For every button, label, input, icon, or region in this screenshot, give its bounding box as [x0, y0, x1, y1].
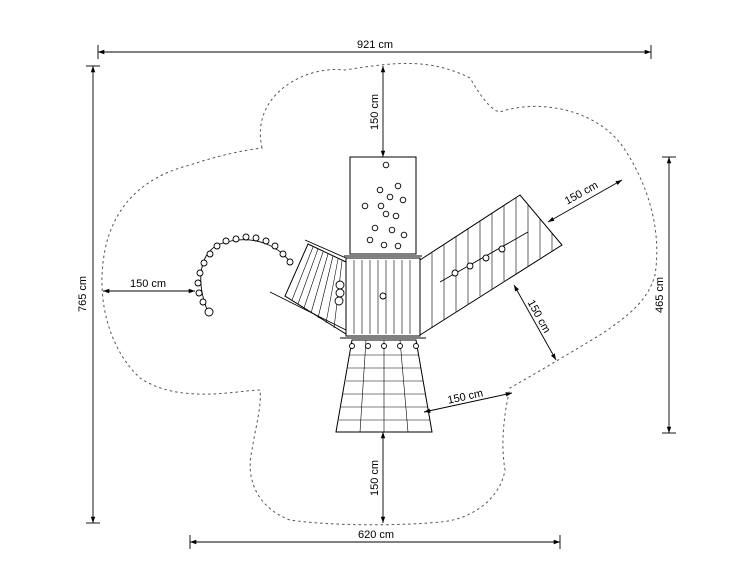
climbing-wall	[349, 156, 417, 255]
climbing-holds	[361, 161, 408, 250]
label-clearance-bottom: 150 cm	[369, 460, 381, 496]
dim-clearance-bottom: 150 cm	[369, 432, 386, 523]
label-clearance-left: 150 cm	[130, 278, 166, 290]
label-overall-depth: 765 cm	[77, 276, 89, 312]
dim-clearance-top: 150 cm	[369, 66, 386, 157]
dim-equipment-width: 620 cm	[189, 529, 561, 549]
right-ramp	[419, 194, 563, 336]
dim-overall-width: 921 cm	[97, 39, 652, 59]
bead-rope	[194, 233, 294, 317]
dim-clearance-ramp-side: 150 cm	[513, 284, 557, 361]
label-clearance-top: 150 cm	[369, 94, 381, 130]
dim-overall-depth: 765 cm	[77, 65, 100, 524]
label-equipment-width: 620 cm	[358, 529, 394, 541]
label-equipment-depth: 465 cm	[654, 277, 666, 313]
dim-clearance-net-side: 150 cm	[423, 387, 513, 413]
left-deck	[269, 239, 347, 335]
dim-clearance-ramp-end: 150 cm	[547, 179, 623, 223]
label-overall-width: 921 cm	[357, 39, 393, 51]
label-clearance-net-side: 150 cm	[446, 387, 484, 406]
central-platform	[340, 255, 426, 339]
dim-clearance-left: 150 cm	[103, 278, 195, 294]
dim-equipment-depth: 465 cm	[654, 156, 676, 434]
safety-zone-outline	[101, 63, 658, 526]
climbing-net	[335, 339, 433, 433]
